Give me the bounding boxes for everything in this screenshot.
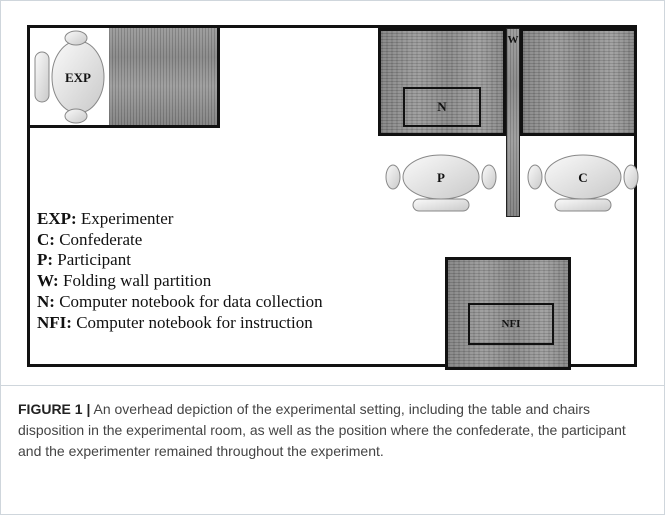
participant-desk: [378, 28, 506, 136]
confederate-chair-icon: C: [527, 154, 639, 212]
legend-key: NFI:: [37, 312, 72, 332]
legend-key: P:: [37, 250, 54, 270]
legend-item: P: Participant: [37, 250, 323, 271]
legend-key: N:: [37, 291, 55, 311]
participant-chair-icon: P: [385, 154, 497, 212]
experimenter-station: [30, 28, 220, 128]
legend-item: C: Confederate: [37, 230, 323, 251]
experimenter-chair-label: EXP: [65, 70, 91, 85]
legend-text: Folding wall partition: [58, 271, 212, 291]
legend-text: Computer notebook for data collection: [54, 291, 323, 311]
experimenter-chair-icon: EXP: [34, 30, 105, 124]
notebook-n-label: N: [437, 99, 447, 114]
confederate-desk: [520, 28, 637, 136]
legend-item: NFI: Computer notebook for instruction: [37, 313, 323, 334]
notebook-nfi-box: NFI: [468, 303, 554, 345]
wall-label: W: [507, 34, 519, 46]
legend-item: EXP: Experimenter: [37, 209, 323, 230]
legend-text: Participant: [53, 250, 131, 270]
legend-key: C:: [37, 229, 55, 249]
legend-text: Computer notebook for instruction: [71, 312, 313, 332]
caption-label: FIGURE 1 |: [18, 401, 91, 417]
legend-item: N: Computer notebook for data collection: [37, 292, 323, 313]
legend-key: EXP:: [37, 209, 77, 228]
legend-text: Confederate: [54, 229, 143, 249]
participant-chair-label: P: [437, 170, 445, 185]
figure-caption: FIGURE 1 | An overhead depiction of the …: [1, 385, 665, 459]
caption-text-block: FIGURE 1 | An overhead depiction of the …: [18, 399, 653, 462]
room-floorplan: EXP N W P: [27, 25, 639, 370]
experimenter-desk: [109, 28, 217, 125]
legend-item: W: Folding wall partition: [37, 271, 323, 292]
legend-key: W:: [37, 271, 59, 291]
diagram-legend: EXP: Experimenter C: Confederate P: Part…: [37, 209, 323, 333]
legend-text: Experimenter: [76, 209, 174, 228]
notebook-n-box: N: [403, 87, 481, 127]
confederate-chair-label: C: [578, 170, 587, 185]
folding-wall-partition: W: [506, 28, 520, 217]
notebook-nfi-label: NFI: [501, 318, 521, 330]
caption-body: An overhead depiction of the experimenta…: [18, 401, 626, 459]
